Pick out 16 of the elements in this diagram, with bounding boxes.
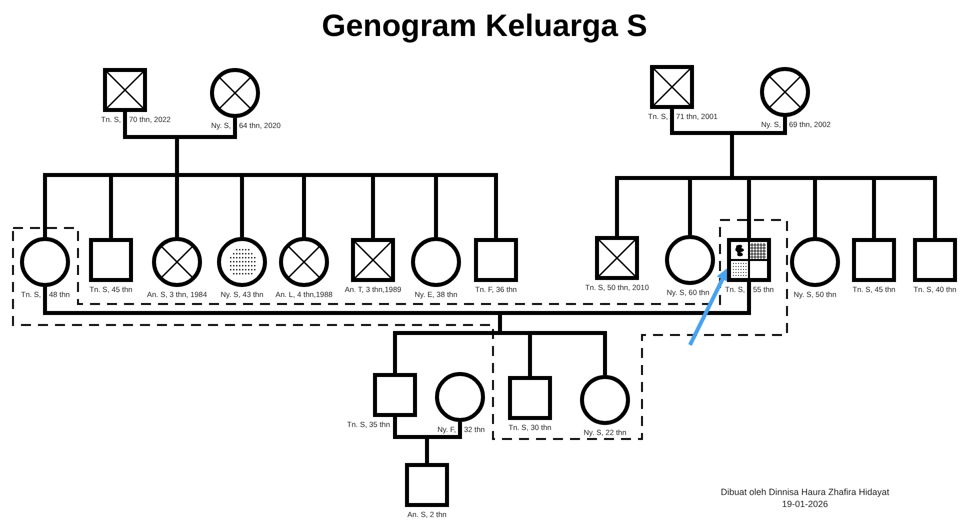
relationship-line bbox=[175, 137, 179, 175]
footer-note: Dibuat oleh Dinnisa Haura Zhafira Hidayat bbox=[720, 487, 890, 498]
relationship-line bbox=[393, 417, 462, 439]
relationship-line bbox=[175, 173, 179, 237]
relationship-line bbox=[670, 109, 787, 135]
relationship-line bbox=[43, 282, 751, 315]
title: Genogram Keluarga S bbox=[320, 8, 648, 44]
relationship-line bbox=[393, 331, 500, 373]
relationship-line bbox=[123, 112, 237, 139]
relationship-line bbox=[498, 313, 502, 333]
relationship-line bbox=[425, 450, 429, 463]
pointer-arrow bbox=[688, 268, 729, 346]
relationship-line bbox=[730, 133, 734, 178]
footer-note: 19-01-2026 bbox=[782, 499, 828, 510]
relationship-line bbox=[425, 437, 429, 452]
relationship-line bbox=[177, 173, 498, 238]
